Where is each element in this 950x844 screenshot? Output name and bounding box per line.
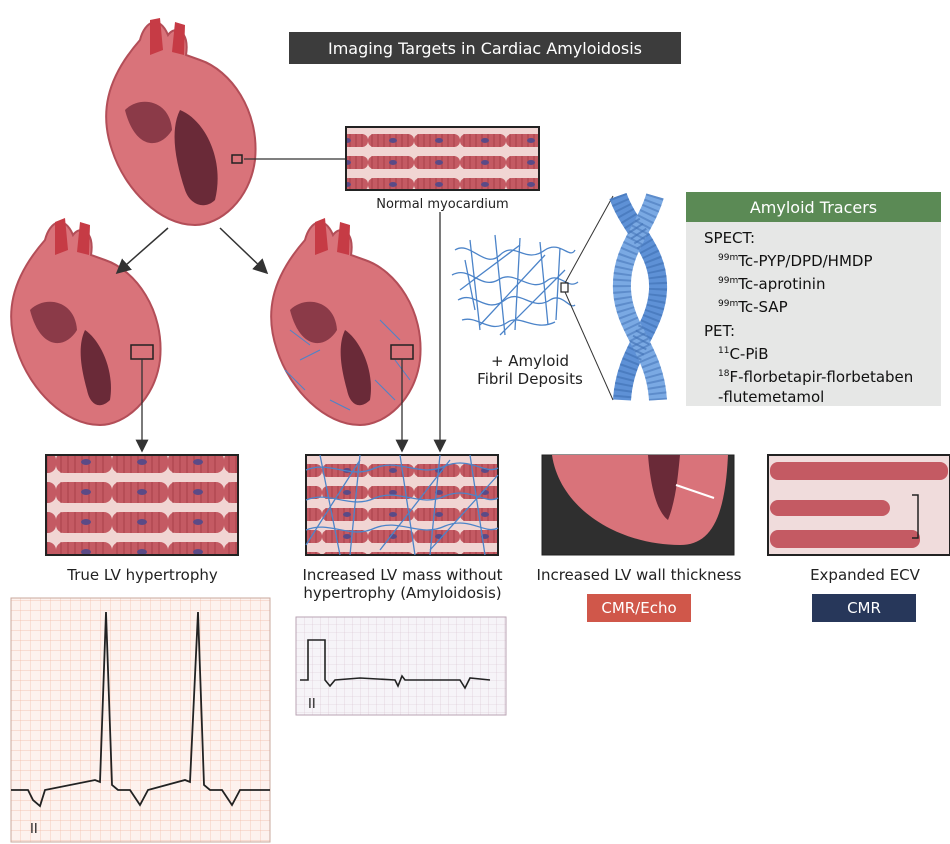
fibril-cluster: [452, 235, 578, 335]
lvh-tissue-tile: [46, 455, 238, 555]
tracer-panel-header: Amyloid Tracers: [686, 192, 941, 222]
modality-badge-cmr: CMR: [812, 594, 916, 622]
wall-thickness-tile: [542, 455, 734, 555]
heart-right: [271, 218, 420, 425]
ecv-tissue-tile: [768, 455, 950, 555]
spect-tracer-item: 99mTc-aprotinin: [704, 271, 913, 294]
spect-tracer-item: 99mTc-PYP/DPD/HMDP: [704, 248, 913, 271]
spect-heading: SPECT:: [704, 228, 913, 248]
wall-thickness-label: Increased LV wall thickness: [528, 566, 750, 584]
amyloid-tracers-panel: Amyloid Tracers SPECT: 99mTc-PYP/DPD/HMD…: [686, 192, 941, 406]
arrow-to-amyloid: [220, 228, 266, 272]
pet-tracer-item: 11C-PiB: [704, 341, 913, 364]
ecg-lead-label: II: [308, 697, 316, 712]
normal-myocardium-label: Normal myocardium: [360, 196, 525, 214]
modality-badge-cmr-echo: CMR/Echo: [587, 594, 691, 622]
tracer-list: SPECT: 99mTc-PYP/DPD/HMDP 99mTc-aprotini…: [704, 228, 913, 407]
arrow-to-lvh: [118, 228, 168, 272]
amyloid-deposits-label: + Amyloid Fibril Deposits: [470, 352, 590, 388]
fibril-helix: [618, 196, 658, 400]
ecg-lead-label: II: [30, 822, 38, 837]
pet-heading: PET:: [704, 321, 913, 341]
normal-myocardium-tile: [346, 127, 539, 190]
increased-mass-label: Increased LV mass without hypertrophy (A…: [285, 566, 520, 602]
expanded-ecv-label: Expanded ECV: [780, 566, 950, 584]
page-title: Imaging Targets in Cardiac Amyloidosis: [289, 32, 681, 64]
heart-top: [106, 18, 255, 225]
pet-tracer-item: 18F-florbetapir-florbetaben: [704, 364, 913, 387]
heart-left: [11, 218, 160, 425]
amyloid-tissue-tile: [306, 455, 498, 555]
pet-tracer-item: -flutemetamol: [704, 387, 913, 407]
spect-tracer-item: 99mTc-SAP: [704, 294, 913, 317]
ecg-strip-amyloid: [296, 617, 506, 715]
true-lvh-label: True LV hypertrophy: [30, 566, 255, 584]
ecg-strip-lvh: [11, 598, 270, 842]
